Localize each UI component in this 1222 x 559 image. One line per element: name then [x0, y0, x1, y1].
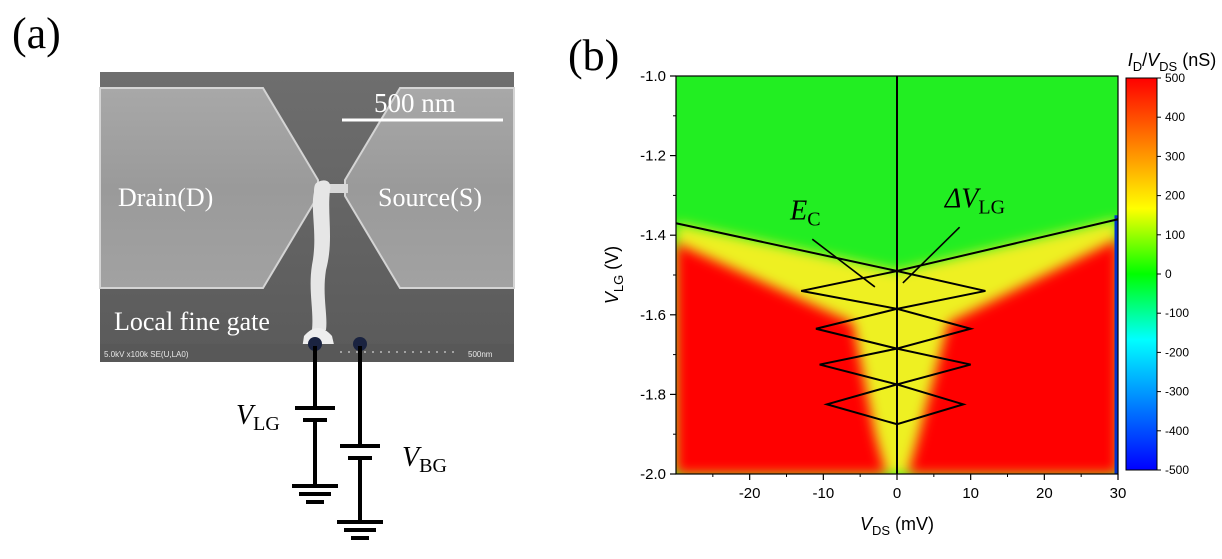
- x-axis-label: VDS (mV): [860, 514, 934, 538]
- panel-label-b: (b): [568, 31, 620, 80]
- leader-delta-vlg: [902, 226, 961, 284]
- panel-label-a: (a): [12, 9, 61, 58]
- colorbar-tick-label-9: -400: [1165, 424, 1189, 438]
- high-current-region-right: [908, 239, 1118, 474]
- high-current-region-left: [676, 243, 886, 474]
- x-tick-label-4: 20: [1036, 485, 1053, 502]
- coulomb-diamond-0: [801, 269, 986, 310]
- y-tick-label-2: -1.4: [640, 227, 666, 244]
- x-tick-label-1: -10: [812, 485, 834, 502]
- y-tick-label-0: -1.0: [640, 68, 666, 85]
- annotation-ec: EC: [789, 195, 820, 230]
- source-pad: [344, 87, 515, 289]
- sem-info: 5.0kV x100k SE(U,LA0): [104, 350, 189, 359]
- x-tick-label-5: 30: [1110, 485, 1127, 502]
- colorbar-tick-label-5: 0: [1165, 267, 1172, 281]
- coulomb-diamond-1: [815, 307, 975, 350]
- x-tick-label-2: 0: [893, 485, 901, 502]
- y-tick-label-4: -1.8: [640, 386, 666, 403]
- colorbar-tick-label-6: -100: [1165, 306, 1189, 320]
- colorbar-tick-label-1: 400: [1165, 110, 1185, 124]
- colorbar: [1125, 77, 1158, 471]
- annotation-delta-vlg: ΔVLG: [944, 183, 1005, 218]
- y-tick-label-5: -2.0: [640, 466, 666, 483]
- x-tick-label-0: -20: [739, 485, 761, 502]
- annotation-layer: [675, 76, 1119, 474]
- device-figure: 5.0kV x100k SE(U,LA0) 500nm 500 nm Drain…: [99, 72, 515, 540]
- source-label: Source(S): [378, 183, 482, 212]
- colorbar-tick-label-2: 300: [1165, 149, 1185, 163]
- coulomb-diamond-2: [819, 347, 971, 386]
- circuit: [292, 346, 383, 540]
- y-axis-label: VLG (V): [602, 246, 626, 304]
- y-tick-label-1: -1.2: [640, 148, 666, 165]
- vbg-label: VBG: [402, 442, 447, 477]
- colorbar-tick-label-0: 500: [1165, 71, 1185, 85]
- colorbar-tick-label-4: 100: [1165, 228, 1185, 242]
- channel: [316, 184, 348, 193]
- sem-info-bar: [100, 344, 514, 362]
- colorbar-tick-label-10: -500: [1165, 463, 1189, 477]
- colorbar-tick-label-7: -200: [1165, 345, 1189, 359]
- x-tick-label-3: 10: [962, 485, 979, 502]
- colorbar-tick-label-3: 200: [1165, 189, 1185, 203]
- gate-label: Local fine gate: [114, 307, 270, 336]
- colorbar-tick-label-8: -300: [1165, 385, 1189, 399]
- y-tick-label-3: -1.6: [640, 307, 666, 324]
- local-gate-finger: [310, 180, 331, 330]
- sem-scale-label: 500nm: [468, 350, 493, 359]
- vlg-label: VLG: [236, 400, 280, 435]
- scale-bar-label: 500 nm: [374, 88, 456, 118]
- colorbar-title: ID/VDS (nS): [1128, 50, 1217, 74]
- coulomb-diamond-3: [823, 383, 967, 426]
- lg-contact-dot: [308, 337, 322, 351]
- leader-ec: [811, 238, 876, 288]
- drain-label: Drain(D): [118, 183, 213, 212]
- bg-contact-dot: [353, 337, 367, 351]
